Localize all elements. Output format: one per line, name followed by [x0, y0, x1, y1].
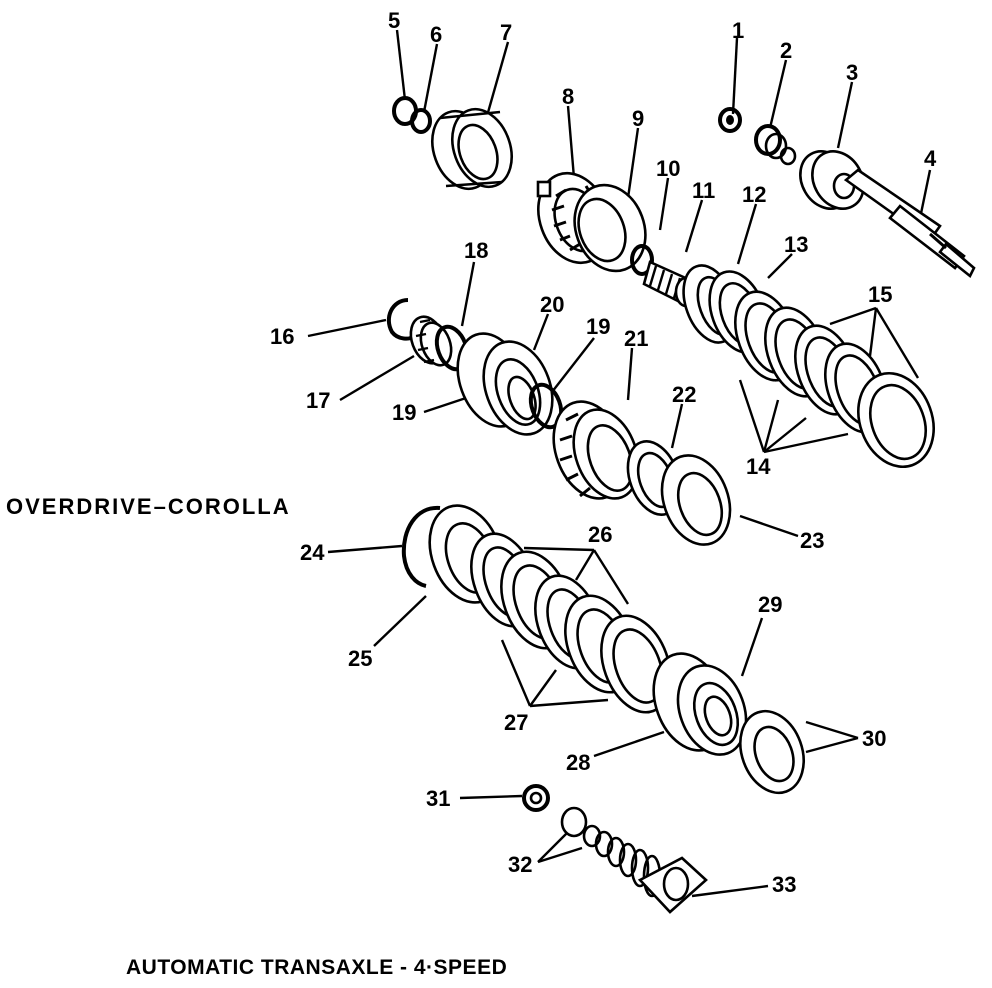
callout-27: 27 — [504, 710, 528, 735]
callout-31: 31 — [426, 786, 450, 811]
callout-19-right: 19 — [586, 314, 610, 339]
callout-11: 11 — [692, 178, 715, 203]
washer-10 — [630, 244, 654, 276]
clutch-pack-14-15 — [734, 290, 935, 469]
washer-6 — [410, 108, 432, 134]
callout-20: 20 — [540, 292, 564, 317]
seal-30 — [739, 709, 805, 795]
callout-33: 33 — [772, 872, 796, 897]
clutch-discs-26-27 — [470, 532, 672, 714]
callout-29: 29 — [758, 592, 782, 617]
diagram-title: AUTOMATIC TRANSAXLE - 4·SPEED — [126, 956, 508, 979]
callout-16: 16 — [270, 324, 294, 349]
callout-2: 2 — [780, 38, 792, 63]
callout-7: 7 — [500, 20, 512, 45]
callout-32: 32 — [508, 852, 532, 877]
callout-23: 23 — [800, 528, 824, 553]
callout-3: 3 — [846, 60, 858, 85]
callout-15: 15 — [868, 282, 892, 307]
callout-numbers: 1 2 3 4 5 6 7 8 9 10 11 12 13 14 15 16 1… — [270, 8, 937, 897]
callout-9: 9 — [632, 106, 644, 131]
piston-28-29 — [652, 652, 748, 756]
callout-12: 12 — [742, 182, 766, 207]
callout-24: 24 — [300, 540, 325, 565]
callout-18: 18 — [464, 238, 488, 263]
ring-19 — [528, 382, 564, 430]
callout-1: 1 — [732, 18, 744, 43]
callout-5: 5 — [388, 8, 400, 33]
callout-14: 14 — [746, 454, 771, 479]
seal-31 — [522, 784, 550, 812]
leader-lines — [307, 29, 932, 898]
callout-6: 6 — [430, 22, 442, 47]
callout-13: 13 — [784, 232, 808, 257]
plate-23 — [660, 454, 732, 546]
retainer-33 — [637, 856, 708, 914]
callout-19-left: 19 — [392, 400, 416, 425]
callout-22: 22 — [672, 382, 696, 407]
bushing-2 — [754, 124, 797, 166]
hub-17 — [409, 315, 453, 367]
callout-30: 30 — [862, 726, 886, 751]
callout-17: 17 — [306, 388, 330, 413]
callout-25: 25 — [348, 646, 372, 671]
diagram-subtitle: OVERDRIVE–COROLLA — [6, 494, 291, 519]
one-way-clutch-21 — [552, 400, 640, 500]
output-shaft-4 — [799, 150, 976, 279]
callout-4: 4 — [924, 146, 937, 171]
snap-ring-24 — [401, 505, 441, 588]
nut-1 — [718, 107, 742, 133]
spring-32 — [560, 806, 662, 898]
snap-ring-16 — [386, 298, 416, 341]
drum-7 — [431, 107, 513, 191]
callout-21: 21 — [624, 326, 648, 351]
callout-26: 26 — [588, 522, 612, 547]
callout-8: 8 — [562, 84, 574, 109]
ring-gear-9 — [573, 183, 647, 273]
callout-10: 10 — [656, 156, 680, 181]
callout-28: 28 — [566, 750, 590, 775]
